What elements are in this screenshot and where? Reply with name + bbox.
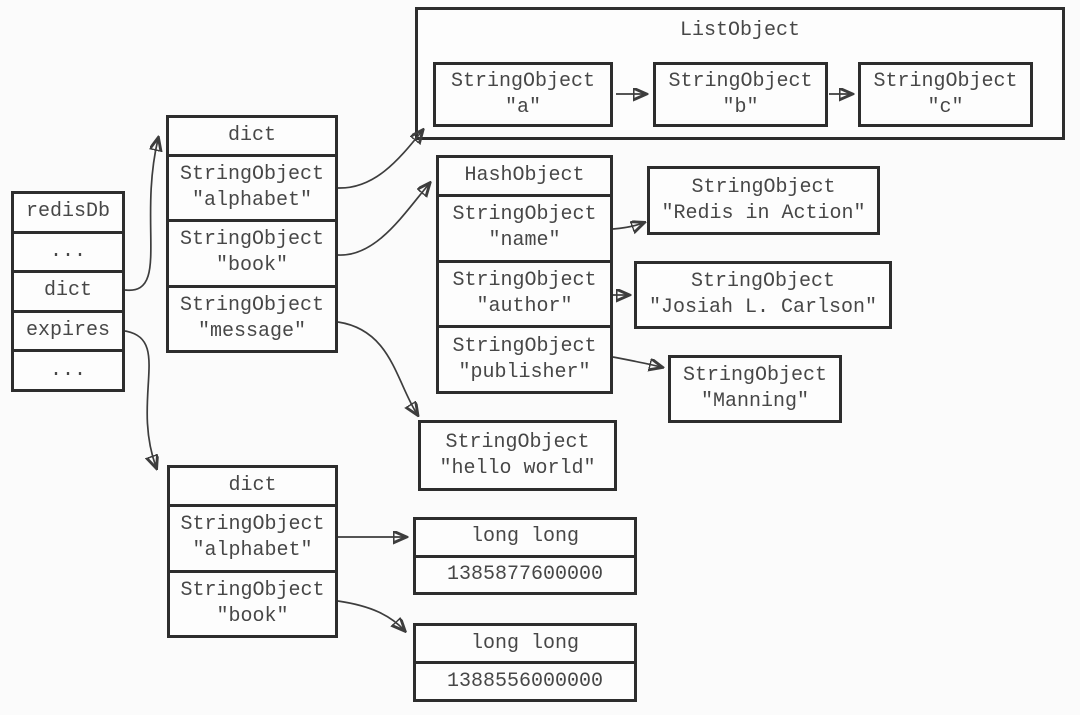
object-type-label: StringObject [179, 228, 325, 252]
string-object-hello-world: StringObject "hello world" [418, 420, 617, 491]
object-type-label: StringObject [180, 578, 325, 602]
object-value-label: "publisher" [458, 360, 591, 384]
long-long-box-book: long long 1388556000000 [413, 623, 637, 702]
string-object-josiah-carlson: StringObject "Josiah L. Carlson" [634, 261, 892, 329]
object-type-label: StringObject [690, 270, 836, 293]
hash-object-title-row: HashObject [439, 158, 610, 194]
redisdb-row-ellipsis-1: ... [14, 230, 122, 271]
redisdb-row-title: redisDb [14, 194, 122, 231]
hash-object-table: HashObject StringObject "name" StringObj… [436, 155, 613, 394]
long-long-label: long long [470, 631, 580, 655]
object-value-label: "alphabet" [191, 189, 313, 213]
hash-row-author: StringObject "author" [439, 259, 610, 326]
object-value-label: "Redis in Action" [661, 201, 866, 225]
object-value-label: "book" [216, 604, 289, 628]
dict-expires-row-alphabet: StringObject "alphabet" [170, 504, 335, 570]
ellipsis-label: ... [49, 239, 86, 263]
object-value-label: "message" [197, 319, 307, 343]
arrow-message-to-helloworld [337, 321, 417, 414]
object-type-label: StringObject [452, 203, 597, 227]
redisdb-row-expires: expires [14, 309, 122, 350]
long-long-value-row: 1385877600000 [416, 554, 634, 593]
long-long-label: long long [470, 525, 580, 549]
object-value-label: "name" [488, 229, 561, 253]
dict-keyspace-title-row: dict [169, 118, 335, 154]
list-object-title-label: ListObject [679, 19, 801, 42]
dict-keyspace-row-alphabet: StringObject "alphabet" [169, 154, 335, 219]
object-value-label: "alphabet" [192, 539, 313, 563]
list-item-c: StringObject "c" [858, 62, 1033, 127]
arrow-name-to-value [612, 223, 643, 229]
dict-keyspace-row-message: StringObject "message" [169, 284, 335, 350]
long-long-box-alphabet: long long 1385877600000 [413, 517, 637, 595]
expires-pointer-label: expires [25, 319, 110, 343]
hash-object-title-label: HashObject [464, 164, 585, 187]
object-type-label: StringObject [873, 69, 1018, 93]
long-long-value-row: 1388556000000 [416, 661, 634, 699]
object-value-label: "Manning" [700, 390, 810, 413]
ellipsis-label: ... [49, 358, 86, 382]
arrow-book-to-hashobject [337, 184, 429, 256]
object-value-label: "Josiah L. Carlson" [648, 296, 878, 319]
arrow-alphabet-to-listobject [337, 131, 422, 189]
object-type-label: StringObject [668, 69, 813, 93]
arrow-expires-to-expiresdict [124, 330, 156, 467]
object-type-label: StringObject [445, 430, 590, 454]
object-type-label: StringObject [691, 175, 836, 199]
list-item-b: StringObject "b" [653, 62, 828, 127]
dict-title: dict [227, 124, 276, 147]
object-value-label: "author" [476, 295, 573, 318]
redisdb-table: redisDb ... dict expires ... [11, 191, 125, 392]
object-value-label: "book" [215, 254, 288, 278]
dict-keyspace-row-book: StringObject "book" [169, 219, 335, 284]
long-long-type-row: long long [416, 626, 634, 661]
dict-expires-table: dict StringObject "alphabet" StringObjec… [167, 465, 338, 638]
hash-row-name: StringObject "name" [439, 194, 610, 260]
object-value-label: "a" [504, 95, 541, 119]
object-value-label: "hello world" [439, 456, 596, 480]
arrow-book-to-longlong [337, 600, 404, 630]
string-object-redis-in-action: StringObject "Redis in Action" [647, 166, 880, 235]
dict-expires-row-book: StringObject "book" [170, 569, 335, 636]
object-type-label: StringObject [682, 364, 828, 387]
object-value-label: "b" [722, 95, 759, 119]
dict-pointer-label: dict [43, 279, 92, 303]
dict-title: dict [228, 474, 277, 497]
object-type-label: StringObject [179, 163, 325, 187]
string-object-manning: StringObject "Manning" [668, 355, 842, 423]
timestamp-value: 1385877600000 [446, 562, 604, 586]
object-type-label: StringObject [179, 293, 325, 317]
redisdb-row-ellipsis-2: ... [14, 349, 122, 389]
timestamp-value: 1388556000000 [446, 669, 604, 693]
list-object-title: ListObject [418, 19, 1062, 42]
arrow-dict-to-keyspace [124, 139, 158, 291]
dict-expires-title-row: dict [170, 468, 335, 504]
object-value-label: "c" [927, 95, 964, 119]
object-type-label: StringObject [452, 269, 597, 292]
long-long-type-row: long long [416, 520, 634, 555]
hash-row-publisher: StringObject "publisher" [439, 325, 610, 391]
arrow-publisher-to-value [612, 356, 661, 367]
dict-keyspace-table: dict StringObject "alphabet" StringObjec… [166, 115, 338, 353]
object-type-label: StringObject [452, 334, 597, 358]
list-item-a: StringObject "a" [433, 62, 613, 127]
redisdb-label: redisDb [25, 200, 110, 224]
object-type-label: StringObject [450, 69, 596, 93]
redisdb-row-dict: dict [14, 270, 122, 310]
object-type-label: StringObject [180, 513, 325, 537]
